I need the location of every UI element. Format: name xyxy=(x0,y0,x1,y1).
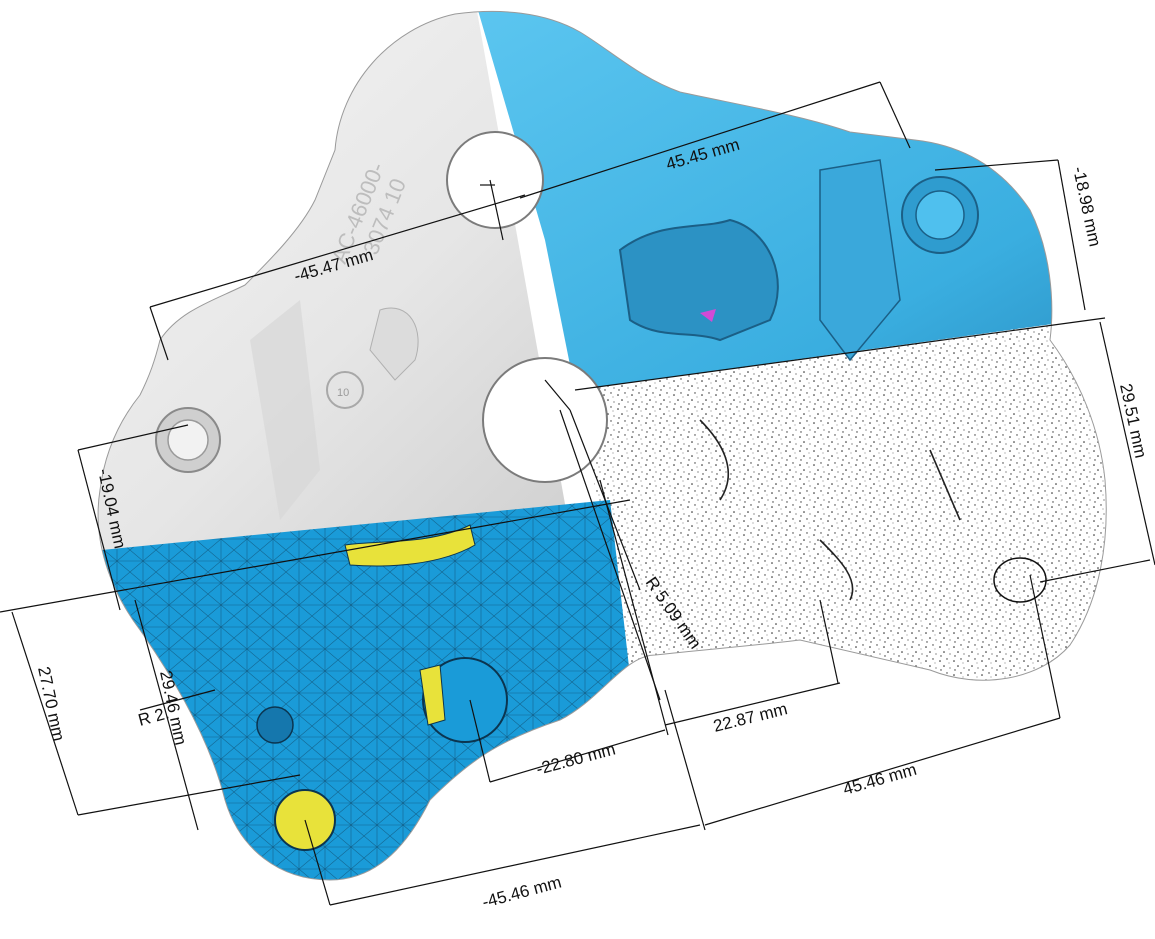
cloud-hole xyxy=(993,557,1047,603)
scan-rib xyxy=(369,307,419,381)
mesh-yellow-patch xyxy=(419,664,446,726)
scan-pocket xyxy=(250,300,320,520)
dim-line-neg-45-46 xyxy=(329,824,701,906)
ext-line-neg-45-46 xyxy=(304,819,331,906)
ext-line-center xyxy=(599,479,669,736)
dim-line-neg-45-47 xyxy=(149,194,526,308)
ext-line-22-87 xyxy=(819,599,839,684)
part-features xyxy=(155,131,1047,851)
dim-line-22-87 xyxy=(664,682,841,726)
dim-line-45-45 xyxy=(519,81,881,199)
right-hole xyxy=(915,190,965,240)
label-45-46: 45.46 mm xyxy=(841,760,919,799)
stamp-number: 10 xyxy=(337,387,349,399)
radius-small-leader xyxy=(139,689,216,711)
label-neg-22-80: -22.80 mm xyxy=(534,739,617,778)
mesh-yellow-edge xyxy=(344,524,476,567)
dimension-lines xyxy=(0,81,1155,906)
cad-quadrant xyxy=(475,11,1107,390)
label-neg-18-98: -18.98 mm xyxy=(1069,165,1104,248)
label-radius-small: R 2. xyxy=(136,703,171,729)
ext-line-29-51-a xyxy=(574,317,1106,391)
dim-line-29-46 xyxy=(134,599,199,831)
mesh-boss xyxy=(422,657,508,743)
stamp-ring xyxy=(326,371,364,409)
center-bore-hole xyxy=(482,357,608,483)
ext-line-neg-22-80 xyxy=(469,699,491,783)
magenta-marker xyxy=(700,309,716,322)
radius-leader-a xyxy=(544,379,571,411)
left-hole xyxy=(167,419,209,461)
label-neg-45-46: -45.46 mm xyxy=(480,872,563,911)
dim-line-neg-19-04 xyxy=(77,449,121,611)
ext-line-neg-18-98-a xyxy=(934,159,1059,171)
ext-line-neg-19-04 xyxy=(77,424,189,451)
mesh-slot xyxy=(256,706,294,744)
ext-line-neg-45-47 xyxy=(149,306,169,361)
crosshair-top-v xyxy=(489,179,504,241)
ext-line-45-46-b xyxy=(664,689,706,831)
dim-line-29-51 xyxy=(1099,321,1155,566)
cloud-edges xyxy=(699,419,961,601)
ext-line-45-45 xyxy=(879,81,911,149)
label-27-70: 27.70 mm xyxy=(34,665,68,743)
ext-line-29-51-b xyxy=(1039,559,1151,583)
label-29-51: 29.51 mm xyxy=(1116,382,1150,460)
cad-pocket xyxy=(618,218,779,342)
radius-leader-c xyxy=(559,409,661,701)
top-bore-hole xyxy=(446,131,544,229)
dim-line-45-46 xyxy=(704,717,1061,826)
dim-line-neg-22-80 xyxy=(489,729,666,783)
dim-line-27-70 xyxy=(11,611,79,816)
pointcloud-quadrant xyxy=(575,310,1107,880)
dim-line-neg-18-98 xyxy=(1057,159,1086,311)
ext-line-27-70-top xyxy=(0,499,631,613)
cad-web xyxy=(819,159,901,362)
ext-line-45-46 xyxy=(1029,574,1061,719)
